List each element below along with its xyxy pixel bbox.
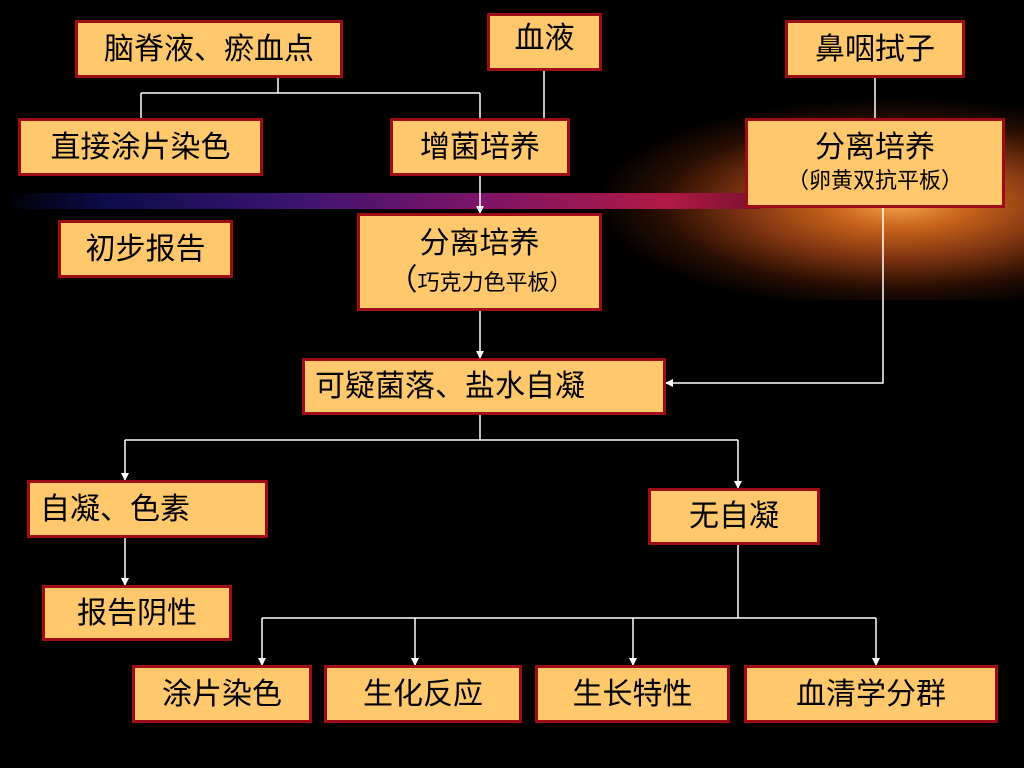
box-isolation-culture-center-line1: 分离培养 bbox=[419, 226, 540, 261]
box-direct-smear-stain-label: 直接涂片染色 bbox=[50, 129, 231, 165]
box-nasopharyngeal-swab-label: 鼻咽拭子 bbox=[815, 31, 935, 67]
box-suspicious-colony-label: 可疑菌落、盐水自凝 bbox=[315, 369, 585, 404]
box-self-agglutination-pigment-label: 自凝、色素 bbox=[40, 491, 190, 527]
connector-right-isolation-to-colony bbox=[665, 207, 884, 387]
box-isolation-culture-center-paren: （ bbox=[387, 263, 418, 298]
box-isolation-culture-right-line1: 分离培养 bbox=[815, 130, 935, 166]
box-isolation-culture-right: 分离培养 （卵黄双抗平板） bbox=[745, 118, 1005, 208]
box-self-agglutination-pigment: 自凝、色素 bbox=[27, 480, 268, 538]
box-smear-stain: 涂片染色 bbox=[132, 665, 312, 723]
box-report-negative-label: 报告阴性 bbox=[77, 595, 197, 631]
box-biochemical-reaction-label: 生化反应 bbox=[363, 676, 483, 712]
box-isolation-culture-center-line2-text: 巧克力色平板） bbox=[417, 271, 572, 296]
box-serological-grouping: 血清学分群 bbox=[744, 665, 998, 723]
box-preliminary-report-label: 初步报告 bbox=[85, 231, 206, 267]
box-biochemical-reaction: 生化反应 bbox=[324, 665, 522, 723]
box-smear-stain-label: 涂片染色 bbox=[162, 676, 282, 712]
box-no-self-agglutination-label: 无自凝 bbox=[689, 499, 779, 534]
box-growth-characteristics: 生长特性 bbox=[535, 665, 730, 723]
box-isolation-culture-center: 分离培养 （巧克力色平板） bbox=[357, 213, 602, 311]
box-serological-grouping-label: 血清学分群 bbox=[796, 676, 946, 712]
box-blood: 血液 bbox=[487, 13, 602, 71]
box-growth-characteristics-label: 生长特性 bbox=[572, 676, 693, 712]
box-enrichment-culture-label: 增菌培养 bbox=[420, 129, 540, 165]
box-report-negative: 报告阴性 bbox=[42, 585, 232, 641]
box-suspicious-colony: 可疑菌落、盐水自凝 bbox=[302, 358, 666, 415]
box-isolation-culture-center-line2: （巧克力色平板） bbox=[387, 264, 571, 297]
box-enrichment-culture: 增菌培养 bbox=[390, 118, 570, 176]
box-direct-smear-stain: 直接涂片染色 bbox=[18, 118, 263, 176]
box-isolation-culture-right-line2: （卵黄双抗平板） bbox=[786, 169, 963, 195]
box-preliminary-report: 初步报告 bbox=[58, 220, 233, 278]
box-csf-ecchymosis-label: 脑脊液、瘀血点 bbox=[104, 31, 314, 67]
box-csf-ecchymosis: 脑脊液、瘀血点 bbox=[75, 20, 343, 78]
box-blood-label: 血液 bbox=[514, 21, 575, 56]
box-no-self-agglutination: 无自凝 bbox=[648, 488, 820, 545]
box-nasopharyngeal-swab: 鼻咽拭子 bbox=[785, 20, 965, 78]
